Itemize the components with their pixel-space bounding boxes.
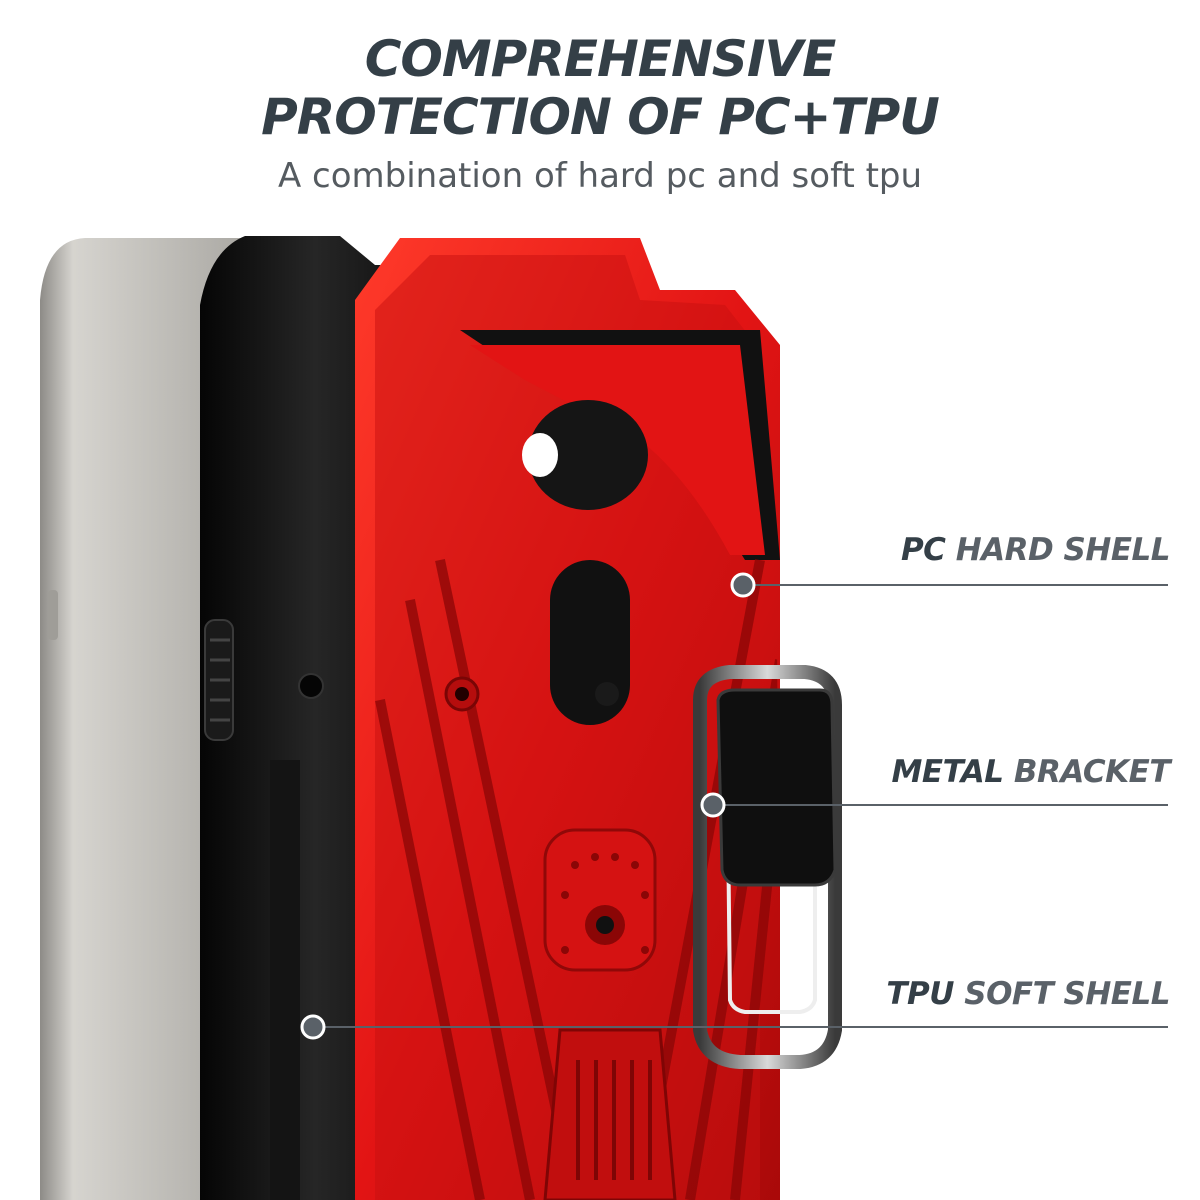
metal-bracket [693, 665, 842, 1069]
callout-pc-hard-shell: PC HARD SHELL [900, 532, 1171, 568]
callout-metal-key: METAL [891, 754, 1005, 790]
pc-hard-shell [355, 238, 780, 1200]
callout-pc-rest: HARD SHELL [945, 532, 1171, 568]
callout-tpu-soft-shell: TPU SOFT SHELL [886, 976, 1170, 1012]
callout-pc-key: PC [900, 532, 946, 568]
headline-line-2: PROTECTION OF PC+TPU [261, 88, 940, 146]
callout-tpu-key: TPU [886, 976, 954, 1012]
headline-block: COMPREHENSIVE PROTECTION OF PC+TPU A com… [0, 30, 1200, 196]
callout-tpu-rest: SOFT SHELL [953, 976, 1170, 1012]
headline-line-1: COMPREHENSIVE [364, 30, 837, 88]
headline-subtitle: A combination of hard pc and soft tpu [277, 156, 923, 196]
callout-metal-bracket: METAL BRACKET [891, 754, 1171, 790]
callout-metal-rest: BRACKET [1003, 754, 1171, 790]
callout-leaders [300, 572, 1168, 1040]
